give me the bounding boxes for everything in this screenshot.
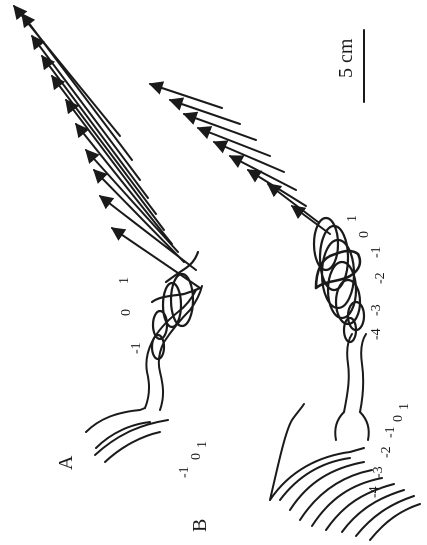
- arrow-b1: [292, 206, 330, 234]
- arrow-a4: [86, 150, 178, 252]
- contour-b2: [280, 458, 350, 500]
- frame-label-b-loop-minus4: -4: [369, 328, 384, 340]
- panel-label-b: B: [189, 519, 211, 532]
- frame-label-a-bottom-0: 0: [189, 453, 204, 460]
- frame-label-a-loop-1: 1: [117, 277, 132, 284]
- limb-b: [344, 334, 352, 412]
- panel-a: A: [14, 6, 210, 478]
- arrow-a6: [66, 100, 164, 230]
- frame-label-b-bottom-minus4: -4: [367, 486, 382, 498]
- frame-label-b-loop-minus2: -2: [373, 272, 388, 284]
- arrow-b8: [170, 100, 240, 124]
- frame-label-b-bottom-1: 1: [397, 403, 412, 410]
- frame-label-b-loop-minus1: -1: [369, 246, 384, 258]
- frame-label-b-bottom-minus1: -1: [383, 426, 398, 438]
- contour-a3: [105, 432, 160, 462]
- arrow-b9: [150, 84, 222, 108]
- frame-label-a-loop-0: 0: [119, 309, 134, 316]
- limb-b3: [335, 412, 368, 440]
- arrow-a11: [14, 6, 120, 136]
- frame-label-b-bottom-minus3: -3: [371, 466, 386, 478]
- scale-bar-label: 5 cm: [335, 38, 357, 78]
- limb-b2: [360, 334, 366, 412]
- arrow-b4: [230, 156, 296, 190]
- scale-bar: 5 cm: [335, 30, 364, 102]
- frame-label-b-loop-1: 1: [345, 215, 360, 222]
- contour-b9: [370, 504, 420, 540]
- outline-b: [270, 404, 304, 500]
- arrow-a8: [42, 56, 148, 198]
- contour-b1: [270, 448, 364, 500]
- arrow-b5: [214, 142, 284, 172]
- arrow-a9: [32, 36, 140, 180]
- contour-b6: [326, 484, 394, 530]
- arrow-a7: [52, 76, 156, 214]
- arrows-a: [14, 6, 200, 288]
- contour-b8: [356, 496, 414, 536]
- frame-label-a-bottom-minus1: -1: [177, 466, 192, 478]
- arrows-b: [150, 84, 330, 234]
- arrow-b3: [248, 170, 306, 206]
- body-contours-a: [86, 286, 202, 462]
- panel-label-a: A: [55, 455, 77, 470]
- limb-a: [145, 342, 152, 408]
- arrow-b2: [268, 184, 318, 222]
- arrow-a3: [94, 170, 184, 262]
- frame-label-b-loop-minus3: -3: [369, 304, 384, 316]
- frame-label-b-bottom-minus2: -2: [379, 446, 394, 458]
- frame-label-b-loop-0: 0: [357, 231, 372, 238]
- frame-label-b-bottom-0: 0: [391, 415, 406, 422]
- frame-label-a-bottom-1: 1: [195, 441, 210, 448]
- frame-label-a-loop-minus1: -1: [129, 342, 144, 354]
- arrow-a5: [76, 124, 172, 244]
- frame-labels-b: -4 -3 -2 -1 0 1 -4 -3 -2 -1 0 1: [345, 215, 412, 498]
